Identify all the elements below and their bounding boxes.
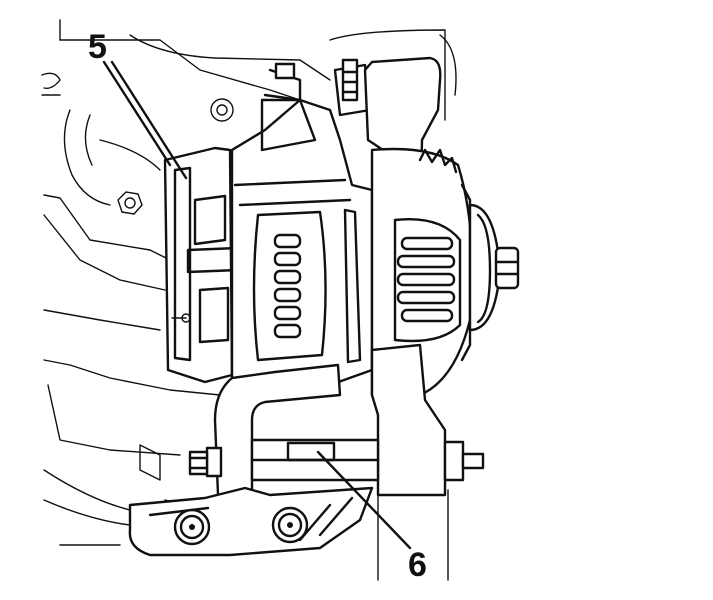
- callout-label-6: 6: [408, 546, 427, 584]
- engine-block-background: [41, 19, 457, 581]
- alternator-body: [230, 98, 374, 394]
- leader-lines: [102, 60, 412, 550]
- stator-vent-slots-left: [273, 233, 302, 339]
- lower-support-bracket: [128, 486, 374, 557]
- front-vent-slots: [396, 236, 456, 323]
- callout-label-5: 5: [88, 28, 107, 66]
- lower-mounting-arm-left: [213, 363, 342, 497]
- bracket-bolt-left: [173, 508, 211, 546]
- upper-stud-assembly: [263, 58, 372, 117]
- lower-mounting-arm-right: [370, 343, 447, 497]
- drive-pulley: [468, 203, 520, 332]
- through-bolt-with-sleeve: [188, 438, 485, 482]
- alternator-rear-housing: [163, 146, 240, 384]
- bracket-bolt-right: [271, 506, 309, 544]
